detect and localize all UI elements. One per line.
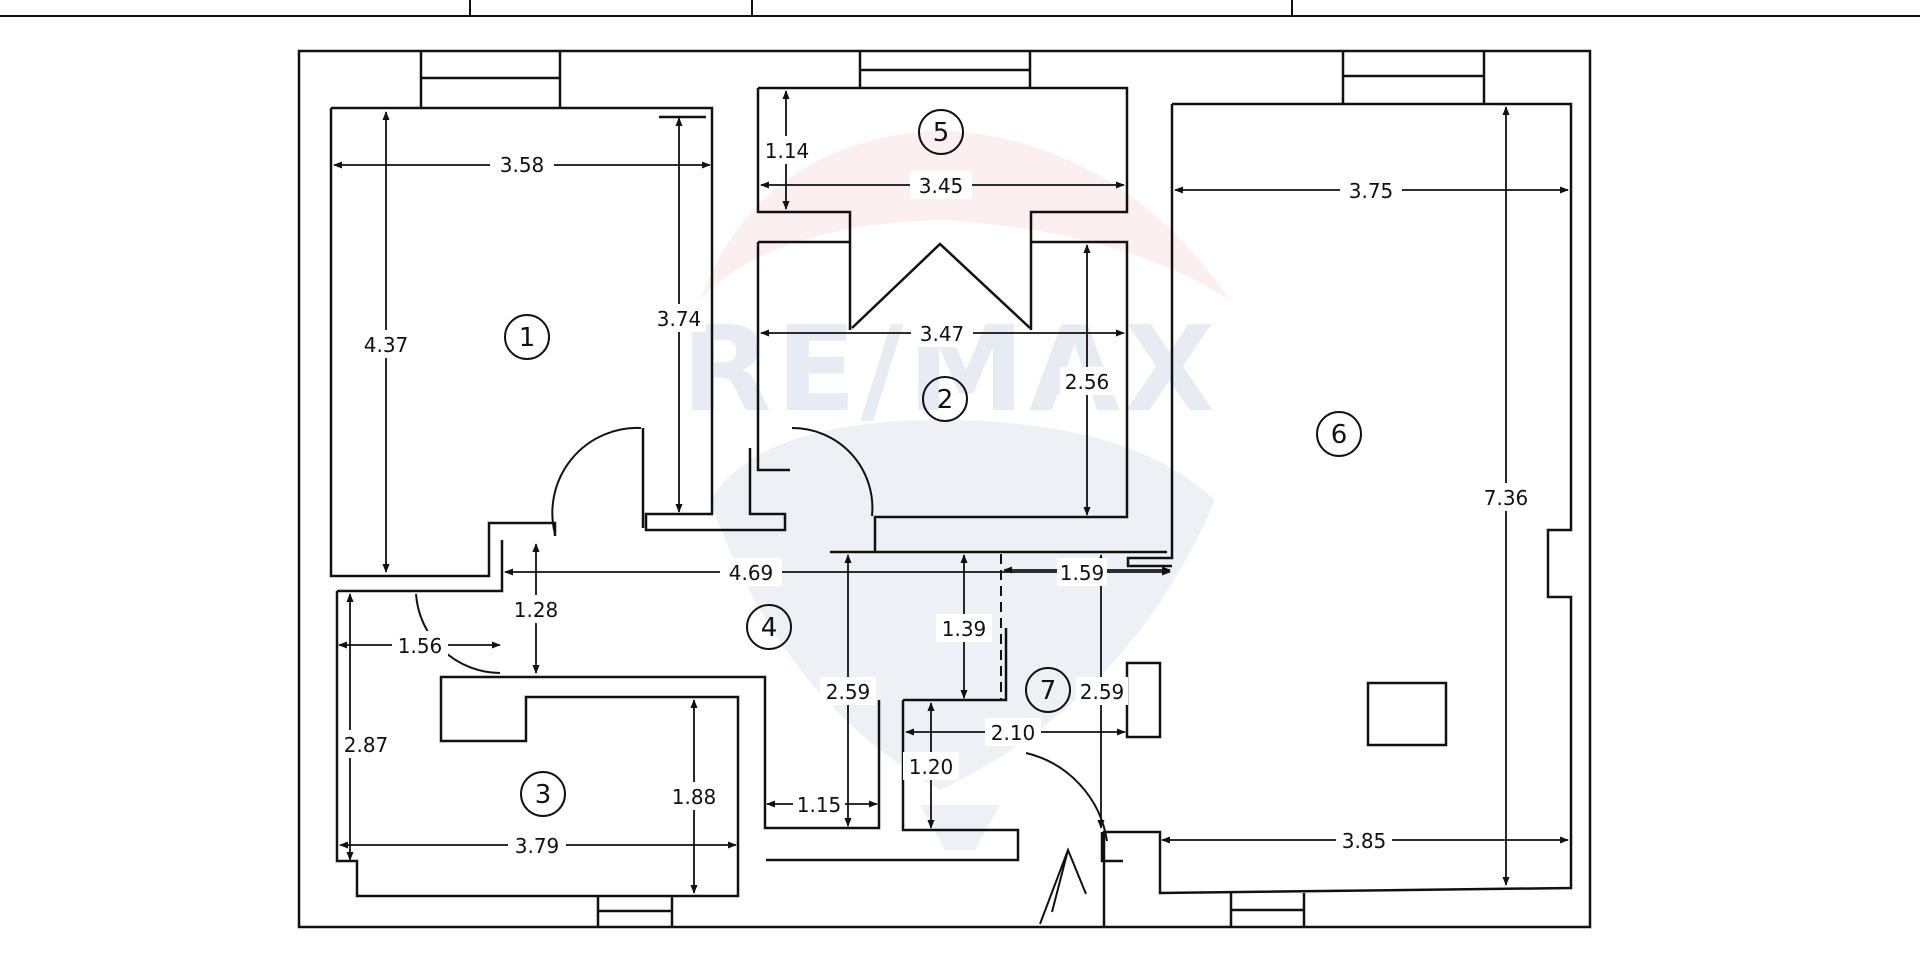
dim-room2-height: 2.56 <box>1065 370 1110 394</box>
room-marker-5-circle <box>918 109 964 155</box>
room-label-1: 1 <box>519 323 536 353</box>
room-label-4: 4 <box>761 613 778 643</box>
room-marker-4-circle <box>746 604 792 650</box>
room5-wall <box>756 86 1129 330</box>
dim-room3-inner: 1.88 <box>672 785 717 809</box>
dim-hall-right: 1.59 <box>1060 561 1105 585</box>
room-label-3: 3 <box>535 780 552 810</box>
watermark-balloon-top <box>700 130 1230 300</box>
room3-wall <box>335 540 881 898</box>
dim-room2-width: 3.47 <box>920 322 965 346</box>
room-marker-6-circle <box>1316 411 1362 457</box>
room-marker-2-circle <box>922 376 968 422</box>
room7-wall <box>766 628 1123 863</box>
room-label-2: 2 <box>937 385 954 415</box>
dim-hall-width: 4.69 <box>729 561 774 585</box>
room2-wall <box>756 240 1129 552</box>
room-marker-1-circle <box>504 314 550 360</box>
room-markers <box>504 109 1362 817</box>
room-label-6: 6 <box>1331 420 1348 450</box>
dim-hall-mid: 1.39 <box>942 617 987 641</box>
window-room5 <box>858 51 1032 88</box>
door-room1 <box>551 426 642 535</box>
closet-box <box>1125 661 1162 739</box>
window-room6-bottom <box>1229 893 1306 927</box>
window-room1 <box>419 51 562 108</box>
entrance-arrow <box>1039 847 1087 925</box>
room-label-5: 5 <box>933 118 950 148</box>
dim-corridor-width: 1.15 <box>797 793 842 817</box>
dim-room6-bottom-width: 3.85 <box>1342 829 1387 853</box>
dim-room7-width: 2.10 <box>991 721 1036 745</box>
dim-room5-width: 3.45 <box>919 174 964 198</box>
room-marker-7-circle <box>1025 667 1071 713</box>
watermark-balloon-body <box>710 420 1215 790</box>
remax-watermark: RE/MAX <box>681 130 1230 850</box>
door-room2 <box>791 426 874 517</box>
dim-room3-height: 2.87 <box>344 733 389 757</box>
dimension-labels: 3.58 4.37 3.74 1.14 3.45 3.47 2.56 3.75 … <box>340 136 1534 859</box>
table-fragment <box>0 0 1920 17</box>
dim-room7-depth: 1.20 <box>909 755 954 779</box>
room-labels: 1 2 3 4 5 6 7 <box>519 118 1348 810</box>
roof-chevron <box>851 242 1031 329</box>
room6-wall <box>830 102 1573 926</box>
watermark-basket <box>920 805 1000 850</box>
dim-hall-right-height: 2.59 <box>1080 680 1125 704</box>
dim-room6-top-width: 3.75 <box>1349 179 1394 203</box>
dim-room3-closet: 1.56 <box>398 634 443 658</box>
walls <box>297 49 1592 929</box>
outer-wall <box>297 49 1592 929</box>
window-room6 <box>1341 51 1486 104</box>
dim-room1-inner: 3.74 <box>657 307 702 331</box>
dim-hall-depth: 1.28 <box>514 598 559 622</box>
door-entrance <box>1025 752 1108 842</box>
dim-room6-height: 7.36 <box>1484 486 1529 510</box>
dim-room3-width: 3.79 <box>515 834 560 858</box>
room-label-7: 7 <box>1040 676 1057 706</box>
dim-room5-depth: 1.14 <box>765 139 810 163</box>
room1-wall <box>329 106 787 578</box>
room6-fixture <box>1366 681 1448 747</box>
dim-room1-height: 4.37 <box>364 333 409 357</box>
room-marker-3-circle <box>520 771 566 817</box>
dim-room1-width: 3.58 <box>500 153 545 177</box>
dim-hall-left-height: 2.59 <box>826 680 871 704</box>
window-room3 <box>596 896 674 927</box>
